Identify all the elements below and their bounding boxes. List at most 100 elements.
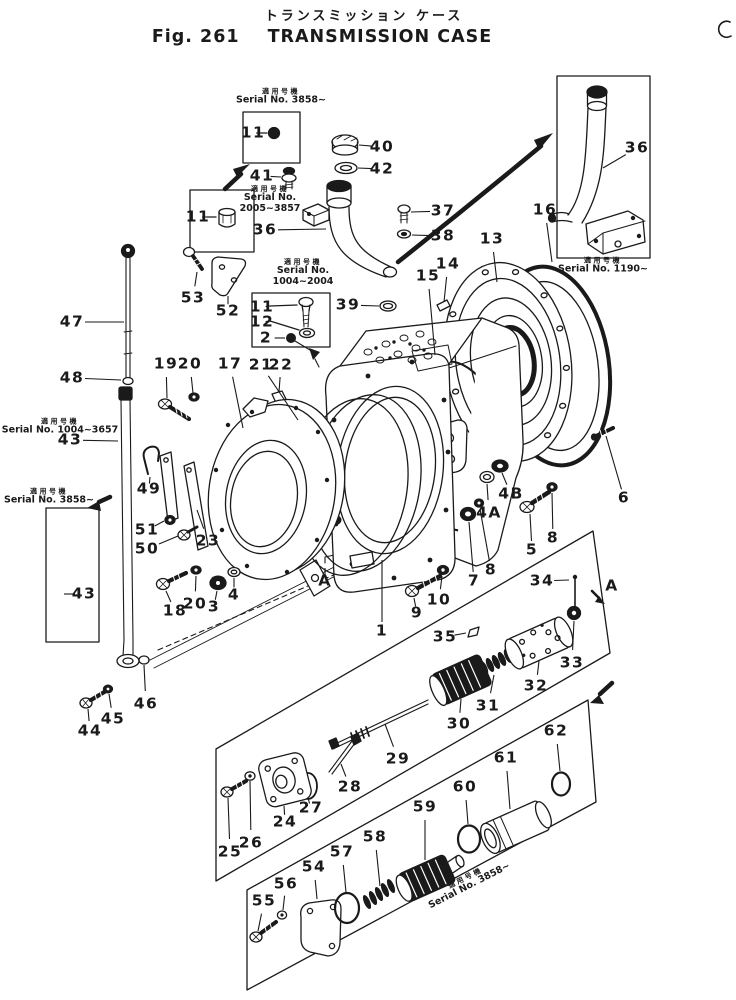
leader-line-13-8: [492, 251, 498, 283]
part-bolt-55: [249, 920, 278, 943]
valve-detail-panel-lower: [246, 699, 597, 991]
leader-line-46-62: [143, 664, 146, 692]
part-nut-51: [164, 514, 176, 526]
leader-line-29-54: [384, 723, 395, 747]
leader-line-56-64: [282, 895, 286, 911]
leader-line-7-40: [468, 521, 474, 573]
part-oring-4: [227, 566, 241, 578]
part-oring-62: [550, 771, 572, 797]
leader-line-15-10: [428, 288, 436, 356]
inset-bolt-11-12: [269, 296, 316, 339]
leader-line-60-69: [465, 799, 469, 825]
part-plate-52: [211, 256, 247, 297]
leader-line-22-25: [278, 377, 281, 393]
leader-line-36-3: [277, 228, 327, 231]
part-bolt-41: [281, 166, 297, 190]
part-washer-8a: [473, 498, 485, 508]
part-plug-3: [209, 575, 227, 591]
part-ring-48: [122, 376, 134, 386]
part-plate-24: [258, 752, 312, 808]
leader-line-44-60: [87, 708, 90, 722]
leader-line-9-38: [413, 597, 417, 607]
callout-leader-lines: [64, 132, 627, 932]
part-nut-33: [566, 605, 582, 621]
part-stud-6: [590, 426, 615, 441]
leader-line-43-26: [82, 439, 119, 442]
leader-line-16-7: [546, 222, 553, 263]
leader-line-25-59: [227, 797, 231, 840]
part-washer-10: [436, 564, 450, 576]
leader-line-30-53: [459, 698, 462, 713]
part-bolt-5: [519, 489, 552, 514]
leader-line-37-4: [410, 210, 431, 213]
part-breather-pipe-36: [302, 179, 398, 278]
leader-line-19-21: [165, 376, 168, 399]
inset-cap-11: [206, 207, 236, 228]
leader-line-20-22: [190, 376, 194, 394]
part-cap-40: [331, 134, 359, 156]
part-washer-26: [244, 771, 256, 781]
part-grommet-2: [286, 333, 320, 368]
inset-box-plug: [242, 111, 301, 164]
leader-line-61-70: [506, 770, 511, 810]
part-bolt-44: [79, 684, 114, 709]
leader-line-31-52: [489, 674, 495, 694]
part-oring-60: [456, 824, 482, 854]
part-shaft-29: [328, 699, 429, 750]
leader-line-38-5: [411, 234, 431, 237]
part-clip-35: [467, 626, 480, 638]
leader-line-50-29: [158, 535, 179, 545]
leader-line-57-66: [342, 864, 347, 893]
leader-line-18-32: [165, 590, 172, 603]
page-title: Fig. 261 TRANSMISSION CASE: [152, 27, 492, 47]
leader-line-53-11: [194, 271, 198, 287]
leader-line-33-50: [572, 620, 575, 651]
part-spool-59: [395, 854, 465, 902]
part-bracket-23: [159, 451, 209, 551]
part-nut-56: [276, 910, 288, 920]
part-sleeve-32: [504, 616, 574, 670]
leader-line-55-63: [257, 913, 263, 932]
part-oring-57: [333, 891, 361, 925]
part-washer-8b: [546, 482, 558, 492]
reference-arrows: [87, 133, 615, 704]
leader-line-10-39: [439, 575, 443, 590]
part-spool-30: [429, 654, 492, 707]
part-plug-4b: [491, 459, 509, 473]
leader-line-8-45: [551, 492, 554, 530]
leader-line-17-23: [232, 376, 244, 429]
part-sleeve-61: [479, 800, 552, 855]
part-bolt-37: [396, 204, 412, 239]
part-tube-43: [116, 386, 150, 669]
leader-line-24-57: [283, 805, 286, 815]
valve-detail-panel-upper: [215, 530, 611, 882]
part-bolt-53: [182, 246, 204, 271]
leader-line-40-0: [358, 144, 372, 147]
leader-line-45-61: [108, 693, 112, 708]
leader-line-42-1: [357, 167, 372, 170]
leader-line-27-56: [307, 797, 311, 804]
leader-line-36-6: [602, 154, 627, 169]
page-title-japanese: トランスミッション ケース: [264, 9, 464, 24]
part-cover-17: [207, 397, 346, 581]
leader-line-51-28: [154, 520, 165, 527]
inset-box-pipe: [556, 75, 651, 259]
part-spring-58: [362, 879, 396, 909]
part-plug-7: [459, 506, 477, 522]
part-bolt-18: [155, 570, 189, 591]
inset-box-cap: [189, 189, 255, 253]
leader-line-28-55: [340, 763, 347, 777]
page-corner-mark: [717, 20, 732, 39]
leader-line-12-17: [265, 320, 271, 323]
inset-box-tube: [45, 507, 100, 643]
leader-line-39-13: [360, 304, 380, 307]
inset-plug-11: [258, 126, 281, 140]
figure-title: TRANSMISSION CASE: [267, 27, 493, 47]
leader-line-48-20: [84, 377, 122, 381]
leader-line-11-16: [265, 305, 271, 308]
inset-box-bolt: [251, 292, 331, 348]
leader-line-5-44: [529, 513, 533, 542]
leader-line-8-41: [479, 508, 490, 562]
